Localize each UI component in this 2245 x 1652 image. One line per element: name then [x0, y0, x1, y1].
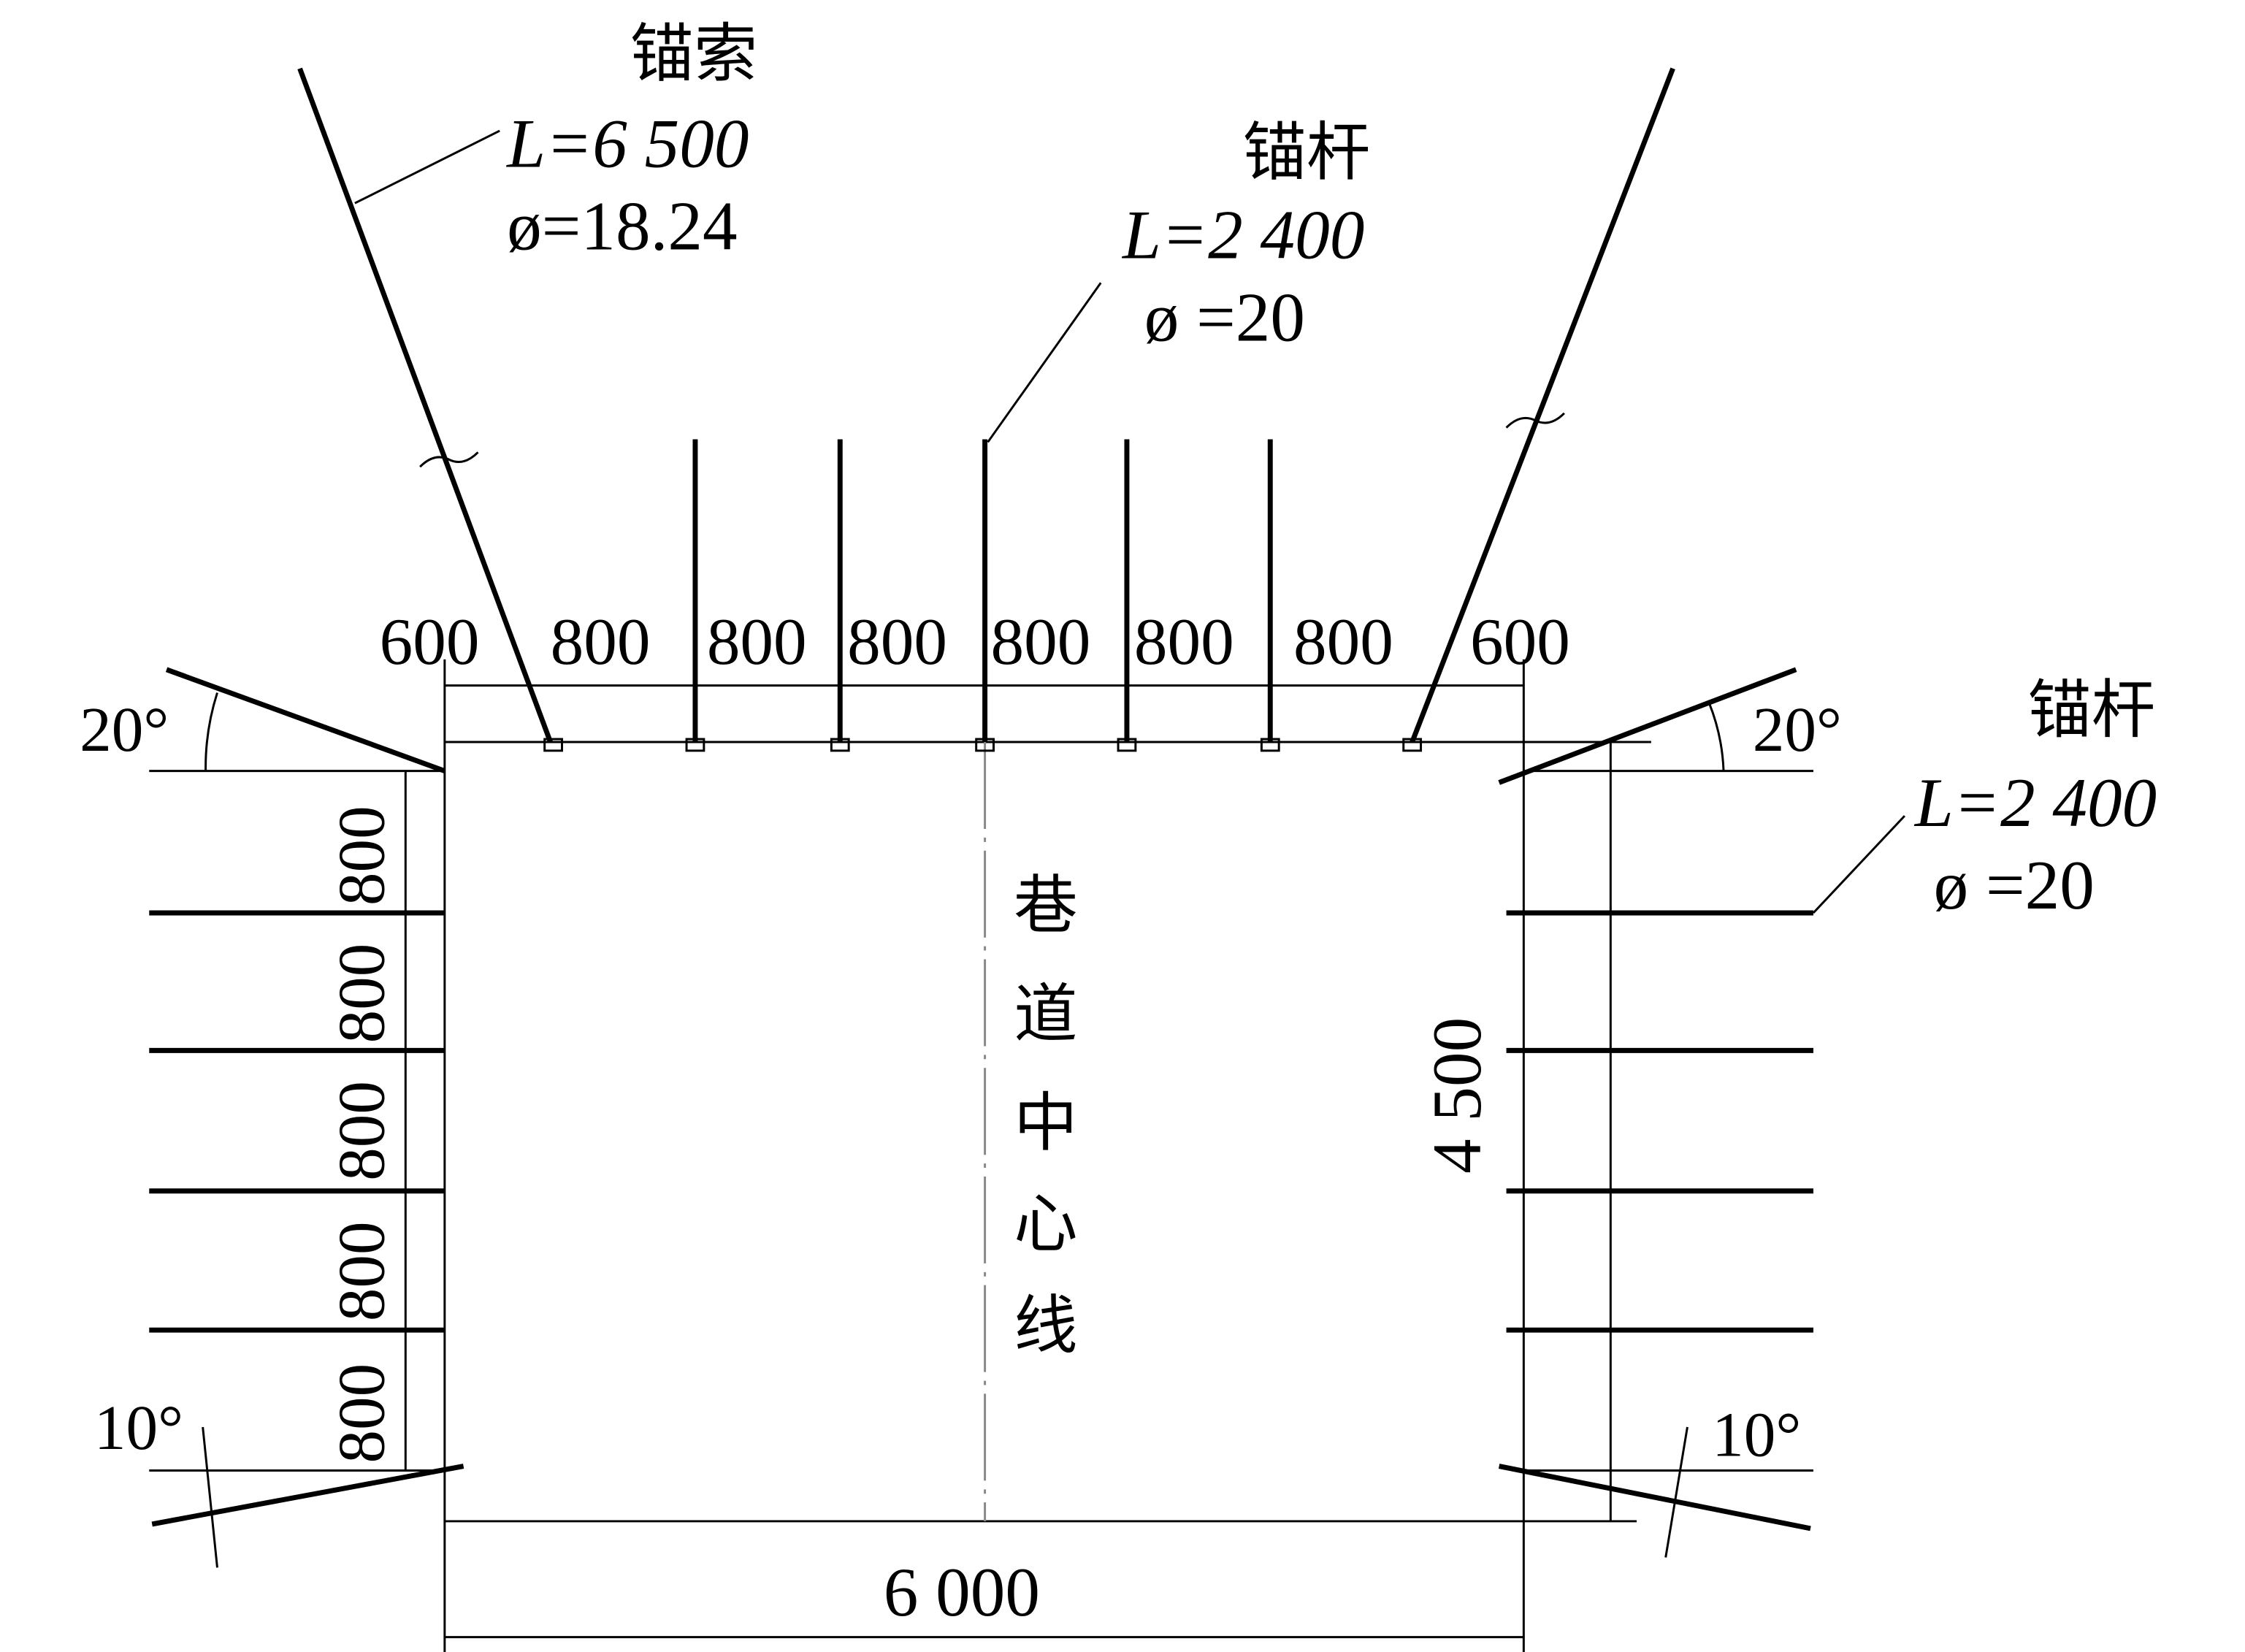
angle-top-left: 20°	[80, 694, 169, 765]
svg-text:800: 800	[847, 605, 947, 678]
side-bolt-title: 锚杆	[2028, 673, 2156, 747]
angle-bottom-right: 10°	[1712, 1399, 1801, 1470]
angle-bottom-left: 10°	[94, 1392, 183, 1463]
top-dim-labels: 600 800 800 800 800 800 800 600	[380, 605, 1570, 678]
svg-text:800: 800	[325, 1221, 399, 1321]
angle-top-right: 20°	[1753, 694, 1842, 765]
centerline-label: 巷 道 中 心 线	[1014, 868, 1077, 1363]
svg-text:600: 600	[380, 605, 480, 678]
svg-text:800: 800	[325, 1364, 399, 1464]
svg-text:800: 800	[325, 1081, 399, 1181]
height-dim-label: 4 500	[1418, 1017, 1496, 1174]
roof-bolt-title: 锚杆	[1243, 115, 1371, 190]
side-bolt-diameter: ø =20	[1934, 846, 2095, 924]
svg-text:800: 800	[325, 944, 399, 1044]
svg-text:中: 中	[1014, 1085, 1077, 1160]
svg-text:800: 800	[551, 605, 651, 678]
svg-text:心: 心	[1014, 1187, 1077, 1261]
roof-bolts	[543, 439, 1423, 752]
svg-text:巷: 巷	[1014, 868, 1077, 943]
side-bolt-length: L=2 400	[1913, 764, 2157, 841]
cable-diameter: ø=18.24	[507, 188, 737, 265]
svg-text:800: 800	[991, 605, 1091, 678]
svg-text:800: 800	[1293, 605, 1393, 678]
left-dim-labels: 800 800 800 800 800	[325, 806, 399, 1463]
roof-bolt-diameter: ø =20	[1144, 279, 1305, 356]
cable-length: L=6 500	[505, 105, 749, 183]
cable-title: 锚索	[630, 17, 758, 91]
svg-text:800: 800	[707, 605, 807, 678]
top-dimension	[443, 659, 1525, 742]
svg-text:800: 800	[1134, 605, 1234, 678]
svg-text:600: 600	[1470, 605, 1570, 678]
anchor-cables	[297, 67, 1675, 743]
side-bolts	[149, 667, 1813, 1568]
svg-text:道: 道	[1014, 977, 1077, 1052]
svg-text:800: 800	[325, 806, 399, 906]
roof-bolt-length: L=2 400	[1121, 196, 1364, 274]
svg-text:线: 线	[1014, 1288, 1077, 1363]
width-dim-label: 6 000	[884, 1553, 1040, 1631]
